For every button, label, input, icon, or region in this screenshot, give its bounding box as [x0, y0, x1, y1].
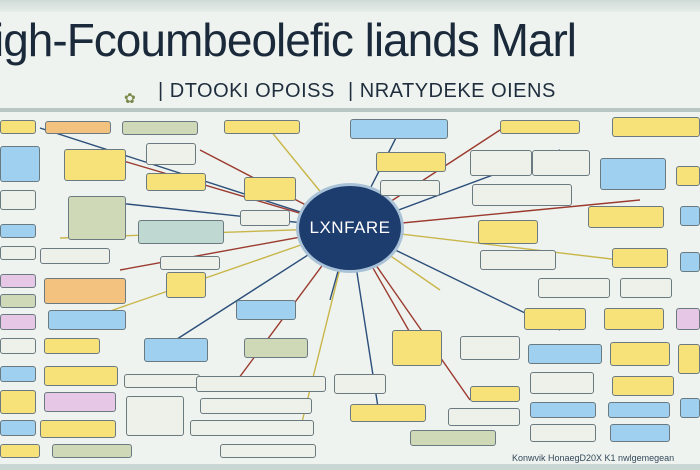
mind-map-node — [470, 386, 520, 402]
header-divider — [0, 108, 700, 112]
mind-map-node — [44, 392, 116, 412]
mind-map-node — [144, 338, 208, 362]
mind-map-node — [350, 119, 448, 139]
mind-map-node — [604, 308, 664, 330]
mind-map-node — [612, 248, 668, 268]
bottom-border-strip — [0, 464, 700, 470]
mind-map-node — [52, 444, 132, 458]
mind-map-node — [676, 308, 700, 330]
hub-label: LXNFARE — [309, 218, 391, 237]
mind-map-node — [220, 444, 316, 458]
mind-map-node — [678, 344, 700, 374]
mind-map-node — [334, 374, 386, 394]
mind-map-node — [0, 274, 36, 288]
mind-map-node — [44, 338, 100, 354]
mind-map-node — [448, 408, 520, 426]
mind-map-node — [460, 336, 520, 360]
mind-map-node — [350, 404, 426, 422]
mind-map-node — [610, 342, 670, 366]
mind-map-node — [244, 338, 308, 358]
mind-map-node — [0, 420, 36, 436]
mind-map-node — [380, 180, 440, 196]
mind-map-node — [236, 300, 296, 320]
mind-map-node — [620, 278, 672, 298]
mind-map-node — [480, 250, 556, 270]
mind-map-node — [608, 402, 670, 418]
mind-map-node — [0, 294, 36, 308]
mind-map-node — [0, 224, 36, 238]
bird-icon: ✿ — [124, 90, 136, 106]
mind-map-node — [610, 424, 670, 442]
mind-map-node — [68, 196, 126, 240]
mind-map-node — [472, 184, 572, 206]
mind-map-node — [530, 402, 596, 418]
mind-map-node — [200, 398, 312, 414]
mind-map-node — [392, 330, 442, 366]
mind-map-node — [376, 152, 446, 172]
subtitle-right: | NRATYDEKE OIENS — [348, 80, 556, 102]
mind-map-node — [588, 206, 664, 228]
mind-map-node — [0, 120, 36, 134]
mind-map-node — [410, 430, 496, 446]
mind-map-node — [680, 252, 700, 272]
mind-map-node — [478, 220, 538, 244]
mind-map-node — [500, 120, 580, 134]
mind-map-node — [160, 256, 220, 270]
mind-map-node — [538, 278, 610, 298]
mind-map-node — [0, 366, 36, 382]
mind-map-node — [166, 272, 206, 298]
mind-map-node — [146, 143, 196, 165]
mind-map-node — [244, 177, 296, 201]
mind-map-node — [680, 398, 700, 418]
mind-map-node — [64, 149, 126, 181]
mind-map-node — [190, 420, 314, 436]
mind-map-node — [0, 190, 36, 210]
mind-map-node — [612, 376, 674, 396]
mind-map-node — [676, 166, 700, 186]
mind-map-node — [40, 248, 110, 264]
mind-map-node — [0, 444, 40, 458]
mind-map-node — [40, 420, 116, 438]
top-banner-strip — [0, 0, 700, 12]
mind-map-node — [45, 121, 111, 134]
footer-credit: Konwvik HonaegD20X K1 nwlgemegean — [512, 453, 675, 463]
mind-map-node — [612, 117, 700, 137]
mind-map-node — [138, 220, 224, 244]
mind-map-node — [44, 366, 118, 386]
mind-map-node — [48, 310, 126, 330]
mind-map-node — [122, 121, 198, 135]
mind-map-node — [126, 396, 184, 436]
mind-map-node — [224, 120, 300, 134]
mind-map-node — [680, 206, 700, 226]
mind-map-node — [524, 308, 586, 330]
mind-map-node — [532, 150, 590, 176]
mind-map-node — [0, 338, 36, 354]
mind-map-node — [600, 158, 666, 190]
central-hub-node: LXNFARE — [296, 183, 404, 273]
mind-map-node — [0, 146, 40, 182]
mind-map-node — [530, 424, 596, 442]
mind-map-node — [530, 372, 594, 394]
mind-map-node — [528, 344, 602, 364]
mind-map-node — [0, 390, 36, 414]
mind-map-node — [146, 173, 206, 191]
mind-map-node — [124, 374, 200, 388]
diagram-title: igh-Fcoumbeolefic liands Marl — [0, 14, 577, 66]
mind-map-node — [0, 314, 36, 330]
mind-map-node — [44, 278, 126, 304]
mind-map-node — [240, 210, 290, 226]
mind-map-node — [470, 150, 532, 176]
mind-map-node — [196, 376, 326, 392]
mind-map-node — [0, 246, 36, 260]
subtitle-left: | DTOOKI OPOISS — [158, 80, 335, 102]
